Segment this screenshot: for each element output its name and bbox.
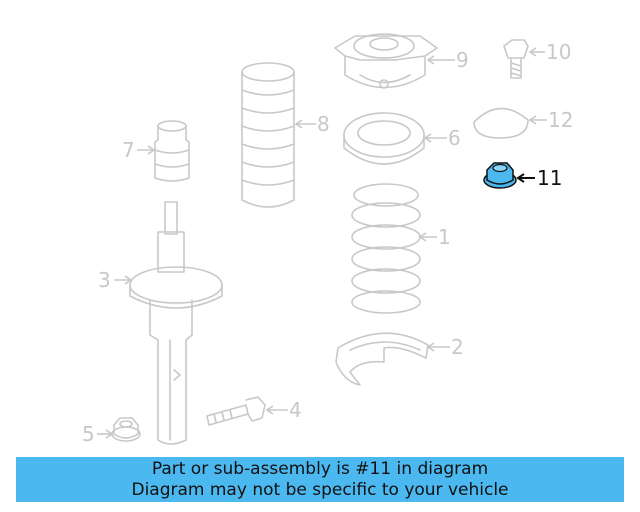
part-label: 5 [82, 422, 95, 446]
banner-line-1: Part or sub-assembly is #11 in diagram [151, 459, 489, 479]
part-label: 4 [289, 398, 302, 422]
part-label: 8 [317, 112, 330, 136]
upper-spring-seat-icon [343, 112, 425, 165]
bolt-icon [503, 39, 529, 79]
part-label: 9 [456, 48, 469, 72]
part-label-highlighted: 11 [537, 166, 562, 190]
spring-seat-icon [335, 332, 429, 386]
bolt-icon [206, 396, 266, 426]
strut-assembly-icon [129, 201, 223, 445]
part-label: 3 [98, 268, 111, 292]
part-label: 1 [438, 225, 451, 249]
info-banner: Part or sub-assembly is #11 in diagram D… [16, 457, 624, 502]
dust-boot-icon [241, 62, 295, 208]
flange-nut-icon [483, 162, 517, 189]
part-label: 6 [448, 126, 461, 150]
bump-stop-icon [154, 120, 190, 182]
part-label: 7 [122, 138, 135, 162]
part-label: 2 [451, 335, 464, 359]
strut-mount-icon [334, 33, 438, 89]
part-label: 10 [546, 40, 571, 64]
banner-line-2: Diagram may not be specific to your vehi… [131, 480, 509, 500]
nut-icon [111, 417, 141, 442]
part-label: 12 [548, 108, 573, 132]
cap-icon [473, 107, 529, 139]
coil-spring-icon [351, 183, 421, 314]
